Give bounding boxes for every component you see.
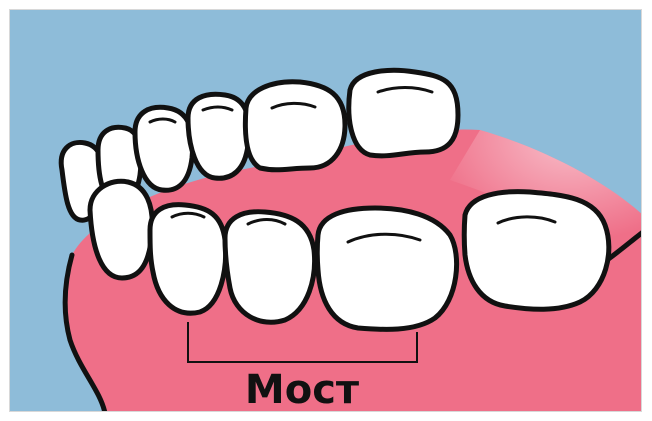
dental-bridge-diagram: Мост <box>10 10 642 412</box>
lower-tooth <box>225 212 315 323</box>
upper-tooth <box>349 70 458 156</box>
upper-tooth <box>245 82 345 170</box>
lower-tooth <box>317 208 456 329</box>
lower-tooth <box>90 181 152 278</box>
lower-tooth <box>464 192 609 310</box>
bridge-label: Мост <box>245 367 360 412</box>
lower-tooth <box>150 205 226 313</box>
dental-bridge-illustration: Мост <box>9 9 642 412</box>
